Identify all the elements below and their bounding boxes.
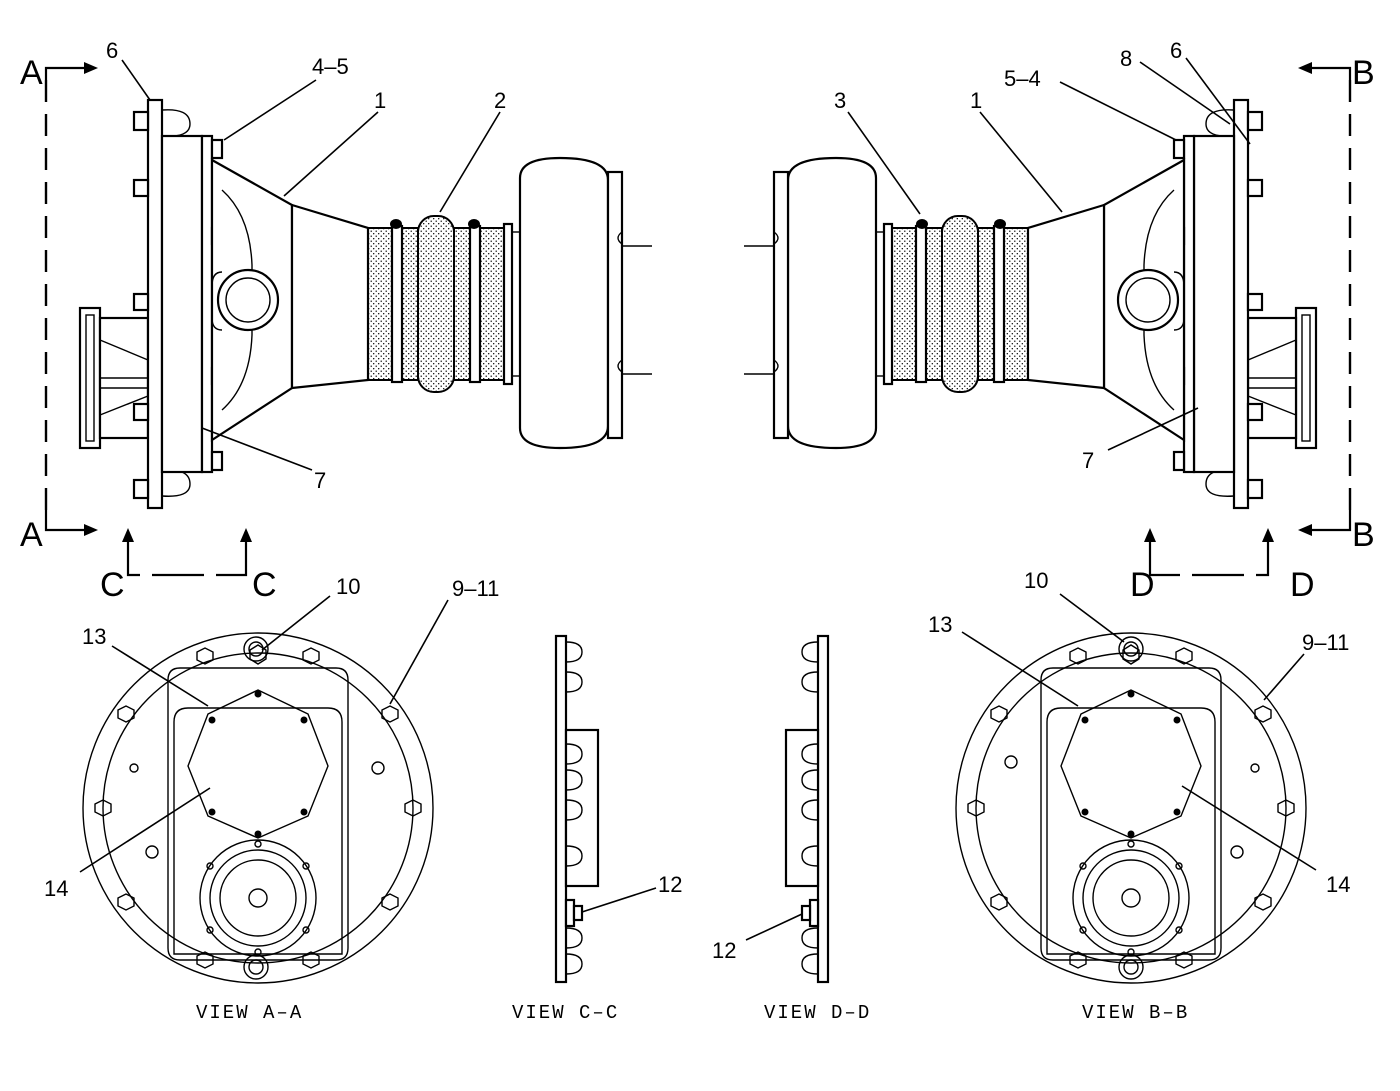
callout-right-7: 7 [1082, 448, 1094, 473]
callout-view-b-9-11: 9–11 [1302, 630, 1349, 655]
view-d-leader [745, 913, 803, 941]
callout-right-3: 3 [834, 88, 846, 113]
view-c-title: VIEW C–C [512, 1002, 619, 1024]
view-d-d [784, 634, 830, 984]
section-letter-a-bottom: A [20, 516, 43, 554]
section-letter-c-left: C [100, 566, 125, 604]
view-b-b [955, 632, 1307, 984]
section-letter-c-right: C [252, 566, 277, 604]
view-a-a [82, 632, 434, 984]
section-letter-d-left: D [1130, 566, 1155, 604]
callout-view-d-12: 12 [712, 938, 736, 963]
callout-left-7: 7 [314, 468, 326, 493]
view-a-title: VIEW A–A [196, 1002, 303, 1024]
callout-view-b-13: 13 [928, 612, 952, 637]
section-letter-b-bottom: B [1352, 516, 1375, 554]
view-b-callouts [961, 593, 1317, 871]
callout-left-4-5: 4–5 [312, 54, 349, 79]
view-c-c [554, 634, 600, 984]
upper-callouts [121, 57, 1251, 471]
callout-left-1: 1 [374, 88, 386, 113]
callout-right-5-4: 5–4 [1004, 66, 1041, 91]
section-letter-b-top: B [1352, 54, 1375, 92]
callout-view-a-10: 10 [336, 574, 360, 599]
callout-view-a-9-11: 9–11 [452, 576, 499, 601]
view-a-callouts [79, 595, 449, 873]
view-b-title: VIEW B–B [1082, 1002, 1189, 1024]
callout-right-6: 6 [1170, 38, 1182, 63]
right-assembly [742, 60, 1352, 577]
view-c-leader [581, 887, 657, 913]
callout-view-a-13: 13 [82, 624, 106, 649]
callout-view-c-12: 12 [658, 872, 682, 897]
section-letter-a-top: A [20, 54, 43, 92]
section-letter-d-right: D [1290, 566, 1315, 604]
callout-view-b-14: 14 [1326, 872, 1350, 897]
callout-left-2: 2 [494, 88, 506, 113]
callout-view-b-10: 10 [1024, 568, 1048, 593]
callout-view-a-14: 14 [44, 876, 68, 901]
callout-left-6: 6 [106, 38, 118, 63]
view-d-title: VIEW D–D [764, 1002, 871, 1024]
callout-right-1: 1 [970, 88, 982, 113]
callout-right-8: 8 [1120, 46, 1132, 71]
